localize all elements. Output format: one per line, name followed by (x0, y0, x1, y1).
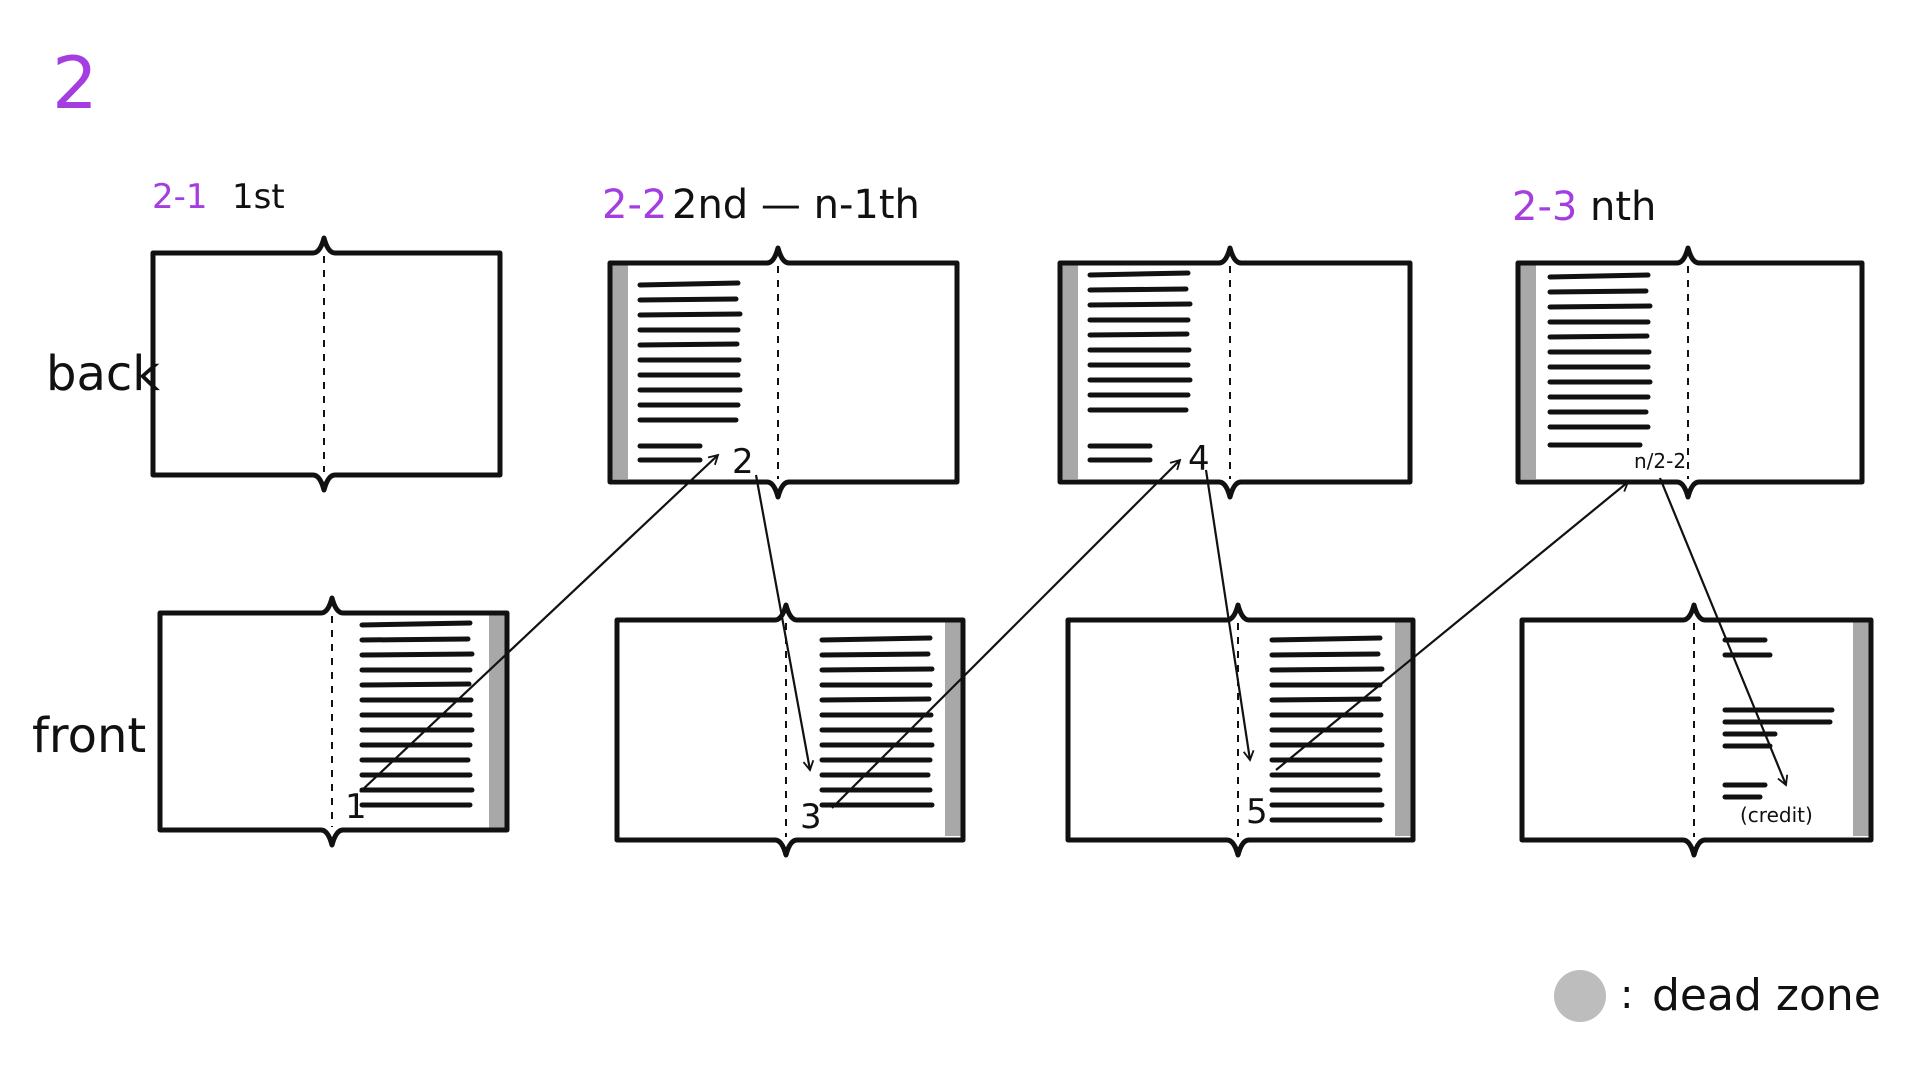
header-2-2-label: 2nd — n-1th (672, 182, 920, 228)
text-lines (1269, 635, 1385, 823)
page-number: 2 (52, 41, 98, 125)
dead-zone (1062, 265, 1078, 479)
dead-zone (1395, 622, 1411, 836)
spread-back-2 (607, 245, 960, 500)
row-label-front: front (32, 708, 146, 764)
arrow-1-to-2 (359, 453, 720, 793)
arrow-2-to-3 (754, 474, 815, 772)
text-lines (637, 280, 743, 463)
legend-separator: : (1620, 972, 1633, 1018)
text-lines (359, 620, 475, 808)
spread-outline (614, 602, 966, 858)
spread-outline (1515, 245, 1865, 500)
spread-back-4 (1515, 245, 1865, 500)
header-2-3: 2-3 nth (1512, 184, 1656, 230)
spread-front-2 (614, 602, 966, 858)
dead-zone-legend-dot (1554, 970, 1606, 1022)
spread-front-3 (1065, 602, 1416, 858)
header-2-1-label: 1st (232, 177, 285, 217)
spread-outline (1065, 602, 1416, 858)
dead-zone (1853, 622, 1869, 836)
text-lines (1722, 637, 1835, 800)
spread-back-3 (1057, 245, 1413, 500)
spread-marker-n: n/2-2 (1634, 449, 1686, 473)
arrow-4-to-5 (1204, 469, 1255, 762)
spread-marker-1: 1 (345, 787, 367, 827)
header-2-2-tag: 2-2 (602, 182, 667, 228)
dead-zone (945, 622, 961, 836)
header-2-3-label: nth (1590, 184, 1656, 230)
dead-zone (612, 265, 628, 479)
header-2-3-tag: 2-3 (1512, 184, 1577, 230)
legend-label: dead zone (1652, 970, 1881, 1021)
arrow-3-to-4 (831, 458, 1182, 809)
spread-marker-2: 2 (732, 442, 754, 482)
page-flow-arrows (359, 453, 1789, 809)
dead-zone (489, 615, 505, 829)
header-2-2: 2-2 2nd — n-1th (602, 182, 920, 228)
header-2-1: 2-1 1st (152, 177, 285, 217)
spread-front-1 (157, 595, 510, 848)
spread-outline (157, 595, 510, 848)
row-label-back: back (46, 346, 160, 402)
spread-marker-3: 3 (800, 797, 822, 837)
spread-front-4 (1519, 602, 1874, 858)
spread-marker-4: 4 (1188, 439, 1210, 479)
spread-outline (1057, 245, 1413, 500)
credit-note: (credit) (1740, 803, 1813, 827)
header-2-1-tag: 2-1 (152, 177, 208, 217)
spread-outline (607, 245, 960, 500)
dead-zone (1520, 265, 1536, 479)
legend: : dead zone (1554, 970, 1881, 1022)
spread-marker-5: 5 (1246, 792, 1268, 832)
spread-back-1 (150, 235, 503, 493)
text-lines (1087, 270, 1193, 463)
text-lines (1547, 272, 1653, 448)
spread-outline (150, 235, 503, 493)
arrow-n-to-credit (1658, 477, 1789, 787)
arrow-5-to-n (1275, 480, 1630, 771)
spread-outline (1519, 602, 1874, 858)
text-lines (819, 635, 935, 808)
